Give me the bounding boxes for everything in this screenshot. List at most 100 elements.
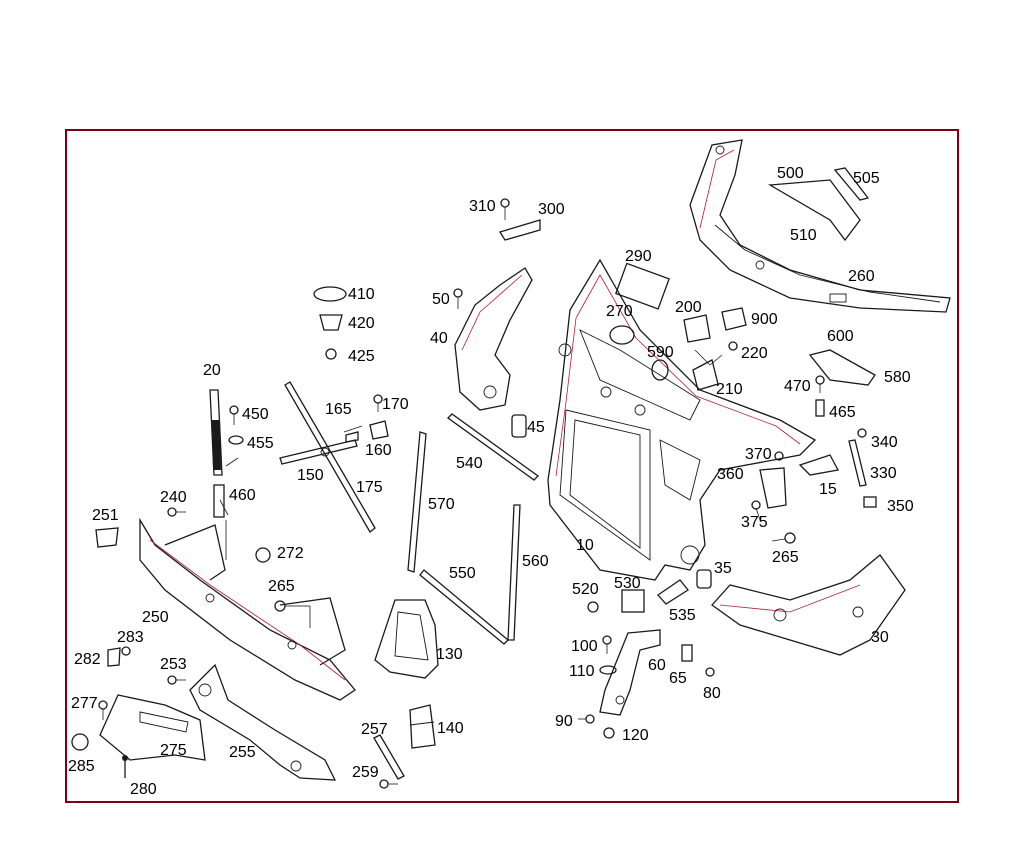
- callout-265-right: 265: [772, 549, 799, 566]
- bolt-470: [815, 375, 825, 393]
- callout-170: 170: [382, 396, 409, 413]
- callout-450: 450: [242, 406, 269, 423]
- air-duct-part: [374, 599, 439, 679]
- seal-strip-570: [407, 431, 427, 573]
- callout-140: 140: [437, 720, 464, 737]
- callout-300: 300: [538, 201, 565, 218]
- bolt-280: [122, 755, 128, 778]
- callout-265-left: 265: [268, 578, 295, 595]
- washer-455: [228, 435, 244, 445]
- callout-410: 410: [348, 286, 375, 303]
- callout-259: 259: [352, 764, 379, 781]
- callout-540: 540: [456, 455, 483, 472]
- callout-520: 520: [572, 581, 599, 598]
- callout-900: 900: [751, 311, 778, 328]
- left-bracket-part: [454, 267, 533, 411]
- callout-30: 30: [871, 629, 889, 646]
- callout-290: 290: [625, 248, 652, 265]
- callout-15: 15: [819, 481, 837, 498]
- rod-20-part: [209, 389, 225, 518]
- bolt-265a: [274, 600, 297, 612]
- callout-20: 20: [203, 362, 221, 379]
- bolt-370: [774, 451, 784, 461]
- callout-50: 50: [432, 291, 450, 308]
- callout-550: 550: [449, 565, 476, 582]
- bolt-277: [98, 700, 108, 720]
- sleeve-465: [815, 399, 825, 417]
- callout-260: 260: [848, 268, 875, 285]
- lower-carrier-part: [139, 517, 356, 701]
- callout-465: 465: [829, 404, 856, 421]
- callout-420: 420: [348, 315, 375, 332]
- callout-370: 370: [745, 446, 772, 463]
- callout-130: 130: [436, 646, 463, 663]
- bolt-310: [500, 198, 510, 220]
- callout-160: 160: [365, 442, 392, 459]
- callout-210: 210: [716, 381, 743, 398]
- callout-580: 580: [884, 369, 911, 386]
- callout-80: 80: [703, 685, 721, 702]
- callout-90: 90: [555, 713, 573, 730]
- bolt-240: [167, 507, 186, 517]
- callout-40: 40: [430, 330, 448, 347]
- callout-251: 251: [92, 507, 119, 524]
- callout-255: 255: [229, 744, 256, 761]
- support-rod-part: [279, 381, 376, 533]
- callout-200: 200: [675, 299, 702, 316]
- bolt-100: [602, 635, 612, 654]
- block-140-part: [409, 704, 436, 749]
- seal-strip-560: [507, 504, 521, 641]
- callout-340: 340: [871, 434, 898, 451]
- bolt-450: [229, 405, 239, 425]
- callout-285: 285: [68, 758, 95, 775]
- callout-275: 275: [160, 742, 187, 759]
- bolt-170: [373, 394, 383, 412]
- callout-150: 150: [297, 467, 324, 484]
- callout-570: 570: [428, 496, 455, 513]
- callout-65: 65: [669, 670, 687, 687]
- callout-10: 10: [576, 537, 594, 554]
- callout-253: 253: [160, 656, 187, 673]
- callout-560: 560: [522, 553, 549, 570]
- callout-282: 282: [74, 651, 101, 668]
- bolt-265b: [771, 532, 796, 544]
- lower-arm-part: [599, 629, 661, 716]
- callout-425: 425: [348, 348, 375, 365]
- callout-165: 165: [325, 401, 352, 418]
- bolt-460: [213, 484, 225, 518]
- bolt-340: [857, 428, 867, 438]
- callout-590: 590: [647, 344, 674, 361]
- callout-510: 510: [790, 227, 817, 244]
- lower-crossbar-part: [189, 663, 337, 781]
- callout-505: 505: [853, 170, 880, 187]
- bolt-259: [379, 779, 398, 789]
- callout-257: 257: [361, 721, 388, 738]
- front-end-carrier-part: [547, 258, 817, 581]
- upper-cross-member-part: [689, 139, 951, 313]
- small-parts-group: [71, 167, 877, 780]
- bolt-80: [705, 667, 715, 677]
- callout-310: 310: [469, 198, 496, 215]
- callout-100: 100: [571, 638, 598, 655]
- callout-250: 250: [142, 609, 169, 626]
- callout-500: 500: [777, 165, 804, 182]
- bolt-50: [453, 288, 463, 309]
- callout-455: 455: [247, 435, 274, 452]
- seal-strip-540: [447, 413, 539, 481]
- callout-220: 220: [741, 345, 768, 362]
- callout-375: 375: [741, 514, 768, 531]
- callout-175: 175: [356, 479, 383, 496]
- bolt-90: [578, 714, 595, 724]
- callout-labels: 10 15 20 30 35 40 45 50 60 65 80 90 100 …: [68, 165, 914, 798]
- callout-330: 330: [870, 465, 897, 482]
- lower-left-bracket-part: [99, 694, 206, 761]
- callout-280: 280: [130, 781, 157, 798]
- callout-270: 270: [606, 303, 633, 320]
- callout-120: 120: [622, 727, 649, 744]
- callout-350: 350: [887, 498, 914, 515]
- callout-277: 277: [71, 695, 98, 712]
- bolt-520: [587, 601, 599, 613]
- callout-530: 530: [614, 575, 641, 592]
- leader-lines: [219, 349, 761, 628]
